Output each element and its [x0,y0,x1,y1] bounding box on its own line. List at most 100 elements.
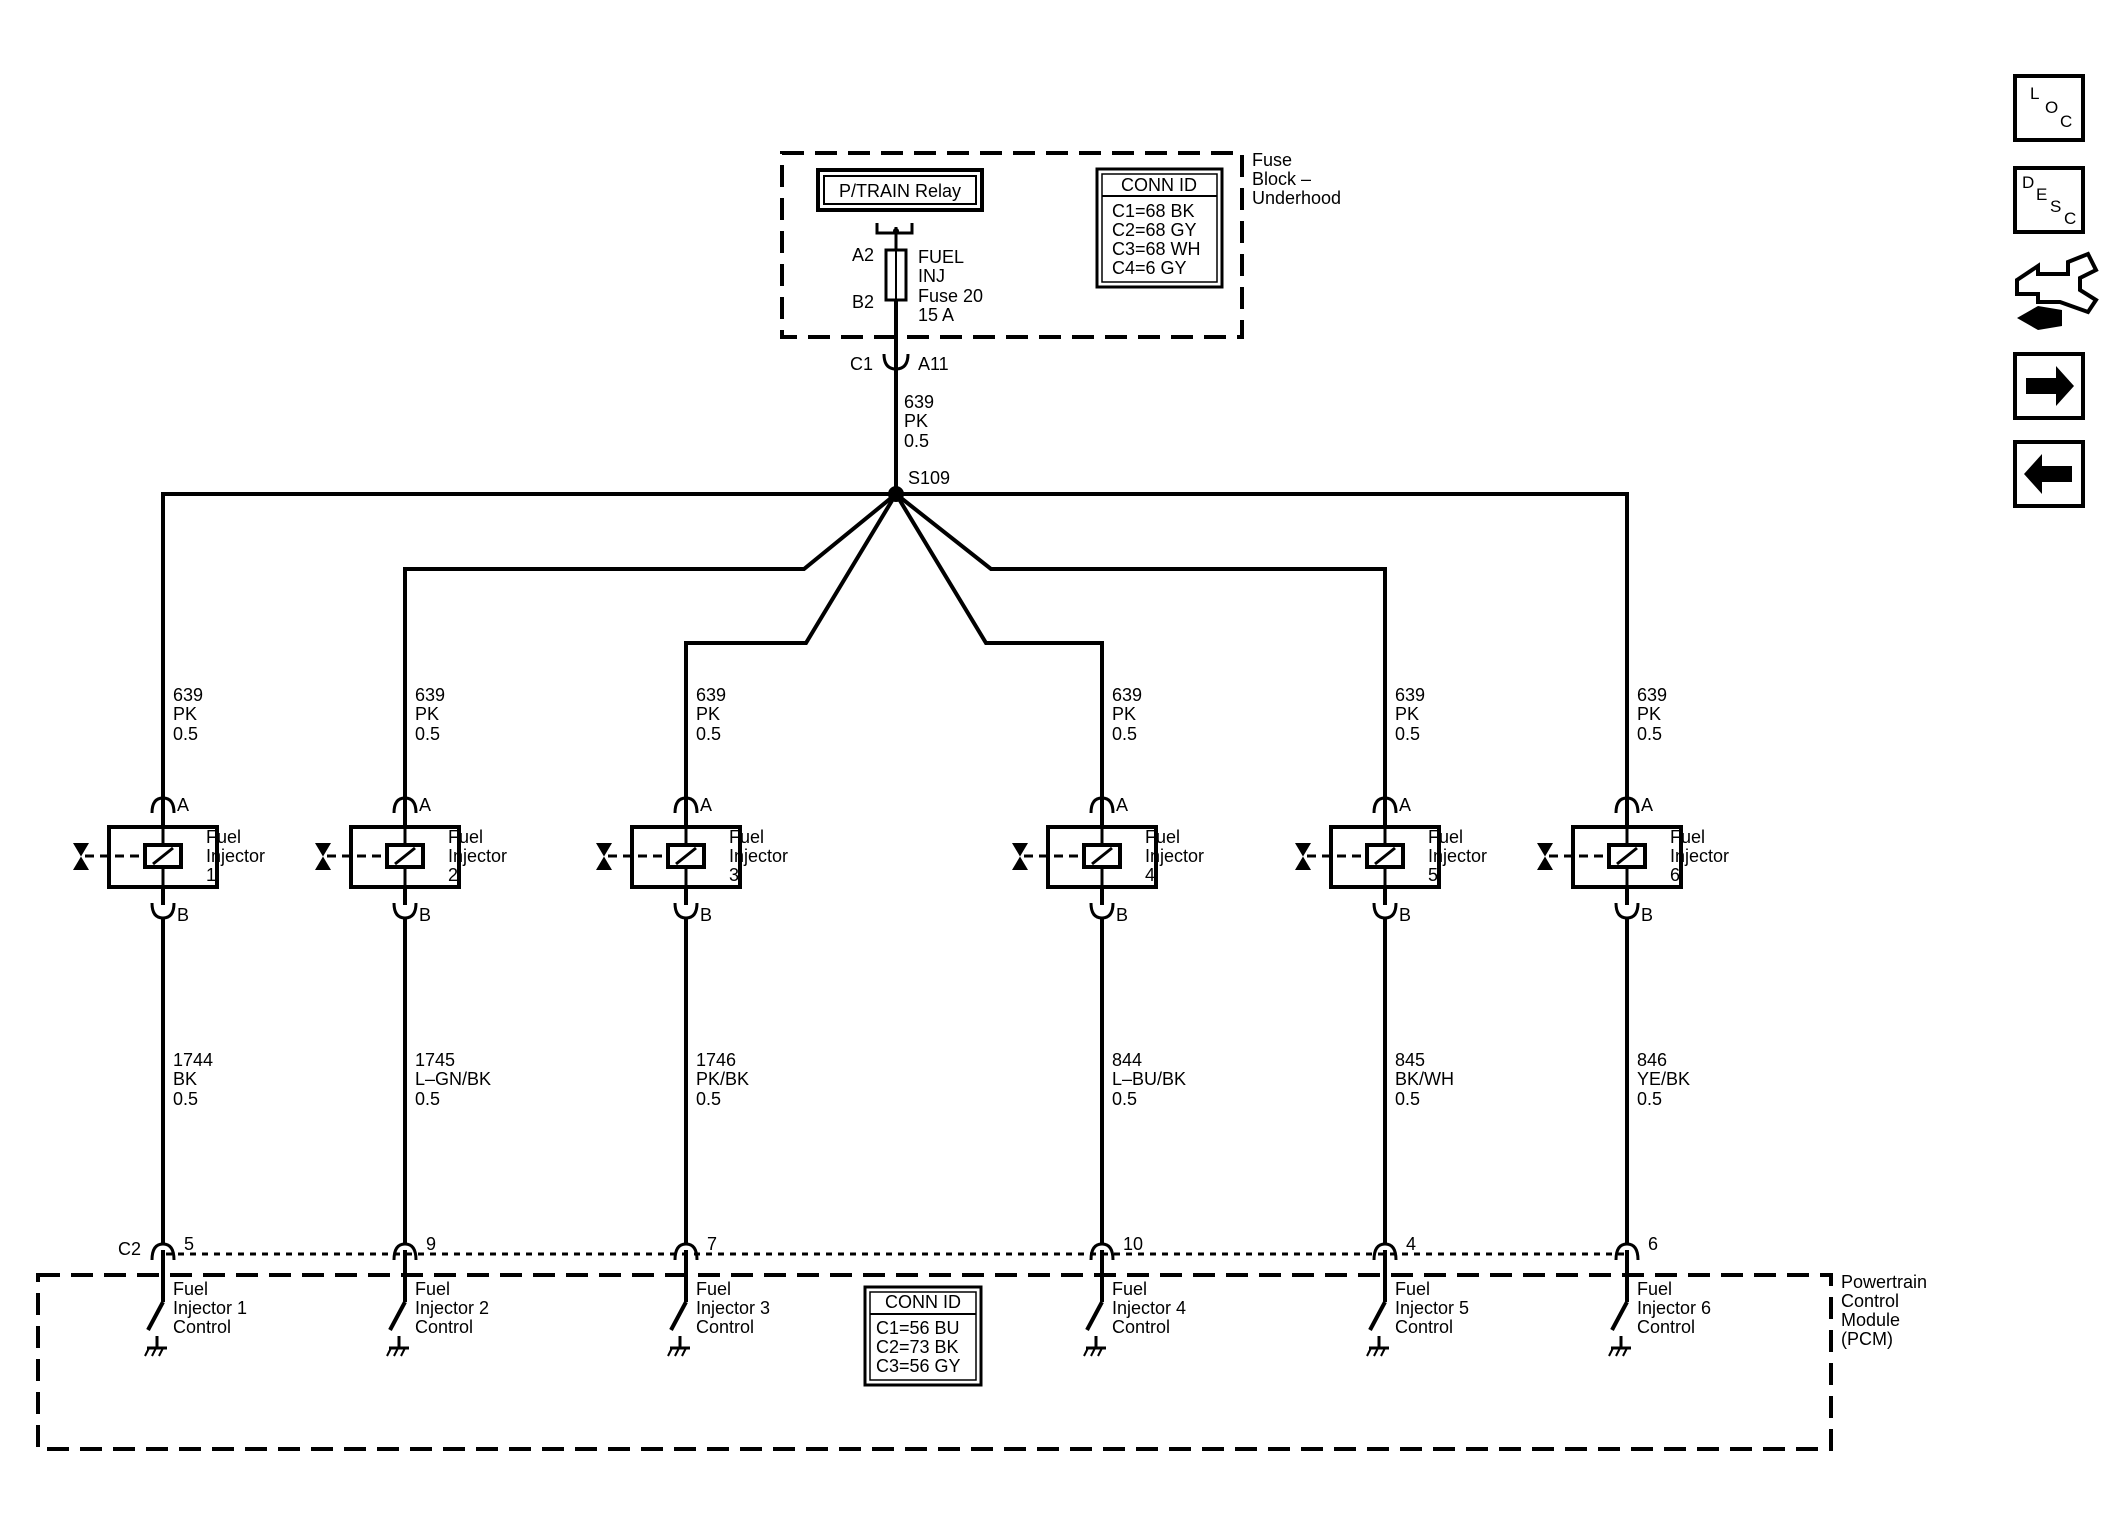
control-wire-circuit: 845 [1395,1050,1425,1070]
pcm-title-2: Control [1841,1291,1899,1311]
pcm-pin-arc [1372,1242,1398,1261]
pin-a-label: A [700,795,712,815]
switch-icon [146,1301,165,1331]
fuel-injector-4: 639PK0.5AFuelInjector4B844L–BU/BK0.510Fu… [1012,685,1204,1357]
fuse-pin-b2: B2 [852,292,874,312]
injector-label: Injector [1670,846,1729,866]
connector-icon[interactable] [2015,251,2099,330]
switch-icon [669,1301,688,1331]
injector-label: 2 [448,865,458,885]
supply-wire-gauge: 0.5 [696,724,721,744]
connector-a-arc [1372,796,1398,814]
pin-b-label: B [1116,905,1128,925]
next-arrow-button[interactable] [2013,352,2085,420]
loc-letter: C [2060,112,2072,131]
control-wire-circuit: 1745 [415,1050,455,1070]
supply-wire-circuit: 639 [696,685,726,705]
control-wire-circuit: 846 [1637,1050,1667,1070]
connector-c1-label: C1 [850,354,873,374]
valve-icon [1537,843,1553,870]
supply-wire-gauge: 0.5 [1112,724,1137,744]
control-wire-color: BK/WH [1395,1069,1454,1089]
control-wire-circuit: 1746 [696,1050,736,1070]
conn-id-row: C3=68 WH [1112,239,1201,259]
fuse-block-conn-id-table: CONN ID C1=68 BK C2=68 GY C3=68 WH C4=6 … [1095,167,1224,289]
branch-wire-1 [161,492,896,800]
previous-arrow-button[interactable] [2013,440,2085,508]
fuel-injector-5: 639PK0.5AFuelInjector5B845BK/WH0.54FuelI… [1295,685,1487,1357]
pcm-control-label: Injector 5 [1395,1298,1469,1318]
fuse-text-3: Fuse 20 [918,286,983,306]
feed-wire-color: PK [904,411,928,431]
desc-letter: C [2064,209,2076,228]
valve-icon [315,843,331,870]
supply-wire-color: PK [1637,704,1661,724]
pin-a-label: A [1641,795,1653,815]
feed-wire-gauge: 0.5 [904,431,929,451]
loc-letter: L [2030,84,2039,103]
splice-label: S109 [908,468,950,488]
control-wire-gauge: 0.5 [1395,1089,1420,1109]
branch-wire-2 [403,492,898,800]
connector-b-arc [1089,902,1115,920]
desc-button[interactable]: D E S C [2013,166,2085,234]
supply-wire-color: PK [696,704,720,724]
pcm-pin-arc [392,1242,418,1261]
supply-wire-circuit: 639 [173,685,203,705]
supply-wire-color: PK [1395,704,1419,724]
supply-wire-color: PK [415,704,439,724]
pin-b-label: B [700,905,712,925]
connector-a-arc [1614,796,1640,814]
conn-id-row: C4=6 GY [1112,258,1187,278]
supply-wire-gauge: 0.5 [173,724,198,744]
injector-label: Fuel [1145,827,1180,847]
pcm-conn-id-row: C1=56 BU [876,1318,960,1338]
pcm-control-label: Control [1637,1317,1695,1337]
supply-wire-gauge: 0.5 [415,724,440,744]
loc-letter: O [2045,98,2058,117]
splice-s109-dot [888,486,904,502]
pcm: C2 Powertrain Control Module (PCM) CONN … [36,1239,1927,1451]
pcm-conn-id-table: CONN ID C1=56 BU C2=73 BK C3=56 GY [863,1285,983,1387]
loc-button[interactable]: L O C [2013,74,2085,142]
control-wire-gauge: 0.5 [415,1089,440,1109]
injector-label: Injector [448,846,507,866]
fuel-injector-3: 639PK0.5AFuelInjector3B1746PK/BK0.57Fuel… [596,685,788,1357]
switch-icon [1368,1301,1387,1331]
feed-wire-circuit: 639 [904,392,934,412]
fuel-injector-2: 639PK0.5AFuelInjector2B1745L–GN/BK0.59Fu… [315,685,507,1357]
supply-wire-gauge: 0.5 [1637,724,1662,744]
injector-label: 3 [729,865,739,885]
pcm-pin-number: 7 [707,1234,717,1254]
injector-label: 1 [206,865,216,885]
pcm-control-label: Injector 2 [415,1298,489,1318]
desc-letter: E [2036,185,2047,204]
pin-b-label: B [1399,905,1411,925]
control-wire-gauge: 0.5 [1637,1089,1662,1109]
pcm-control-label: Control [1112,1317,1170,1337]
desc-letter: D [2022,173,2034,192]
branch-wire-5 [894,492,1387,800]
fuse-text-4: 15 A [918,305,954,325]
pcm-control-label: Injector 6 [1637,1298,1711,1318]
connector-a-arc [392,796,418,814]
branch-wire-4 [894,492,1104,800]
pcm-title-4: (PCM) [1841,1329,1893,1349]
injector-label: Fuel [448,827,483,847]
injector-label: 4 [1145,865,1155,885]
pcm-pin-arc [1089,1242,1115,1261]
switch-icon [1610,1301,1629,1331]
connector-b-arc [392,902,418,920]
valve-icon [73,843,89,870]
switch-icon [1085,1301,1104,1331]
fuel-injector-6: 639PK0.5AFuelInjector6B846YE/BK0.56FuelI… [1537,685,1729,1357]
connector-b-arc [150,902,176,920]
supply-wire-circuit: 639 [1395,685,1425,705]
pcm-control-label: Fuel [1395,1279,1430,1299]
control-wire-color: L–GN/BK [415,1069,491,1089]
pin-a-label: A [177,795,189,815]
control-wire-color: PK/BK [696,1069,749,1089]
supply-wire-color: PK [1112,704,1136,724]
supply-wire-circuit: 639 [415,685,445,705]
valve-icon [1012,843,1028,870]
